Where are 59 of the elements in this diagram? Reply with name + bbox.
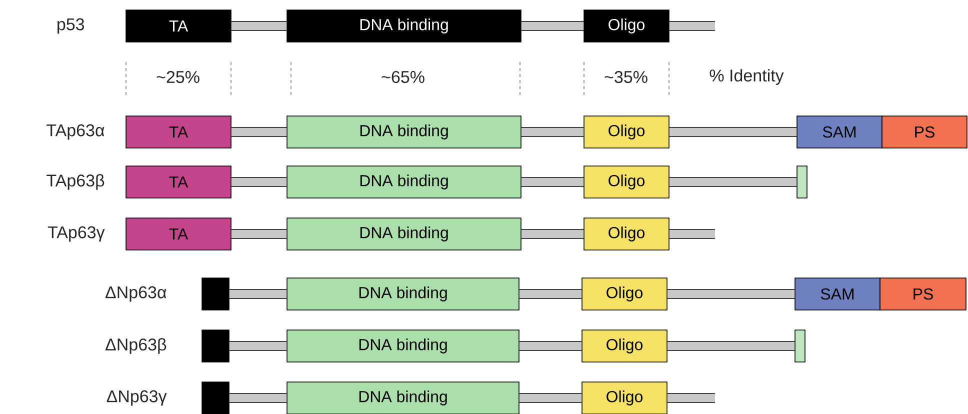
domain-box: Oligo <box>584 10 670 42</box>
domain-box: PS <box>880 278 966 310</box>
domain-box: TA <box>126 10 232 42</box>
linker-bar <box>229 289 287 299</box>
row-label: TAp63α <box>46 124 104 140</box>
percent-label: ~25% <box>156 70 200 84</box>
domain-box: TA <box>126 116 232 148</box>
domain-box: Oligo <box>582 382 668 414</box>
domain-box: Oligo <box>582 330 668 362</box>
domain-box: TA <box>126 166 232 198</box>
domain-box: DNA binding <box>286 166 522 198</box>
linker-bar <box>669 229 715 239</box>
domain-box: Oligo <box>584 218 670 250</box>
linker-bar <box>521 127 584 137</box>
linker-bar <box>229 393 287 403</box>
domain-box: Oligo <box>584 116 670 148</box>
linker-bar <box>521 229 584 239</box>
domain-box: SAM <box>794 278 880 310</box>
domain-box: DNA binding <box>286 218 522 250</box>
domain-box: DNA binding <box>286 10 522 42</box>
row-label: ΔNp63β <box>106 338 166 354</box>
domain-box: TA <box>126 218 232 250</box>
row-label: TAp63γ <box>48 226 105 242</box>
domain-box: Oligo <box>582 278 668 310</box>
domain-box: DNA binding <box>286 278 520 310</box>
end-box <box>202 382 230 414</box>
domain-box: DNA binding <box>286 382 520 414</box>
end-box <box>796 166 808 198</box>
percent-label: ~65% <box>382 70 424 84</box>
percent-label: ~35% <box>604 70 648 84</box>
linker-bar <box>231 21 287 31</box>
linker-bar <box>669 127 797 137</box>
end-box <box>202 278 230 310</box>
domain-box: DNA binding <box>286 330 520 362</box>
linker-bar <box>231 127 287 137</box>
row-label: p53 <box>58 18 84 34</box>
linker-bar <box>521 177 584 187</box>
linker-bar <box>229 341 287 351</box>
row-label: ΔNp63α <box>106 286 166 302</box>
row-label: TAp63β <box>46 174 104 190</box>
linker-bar <box>669 21 715 31</box>
domain-box: PS <box>882 116 968 148</box>
linker-bar <box>669 177 797 187</box>
domain-box: DNA binding <box>286 116 522 148</box>
end-box <box>794 330 806 362</box>
linker-bar <box>521 21 584 31</box>
linker-bar <box>231 229 287 239</box>
linker-bar <box>667 393 715 403</box>
linker-bar <box>667 289 795 299</box>
domain-box: Oligo <box>584 166 670 198</box>
linker-bar <box>231 177 287 187</box>
identity-label: % Identity <box>710 69 784 85</box>
domain-box: SAM <box>796 116 882 148</box>
row-label: ΔNp63γ <box>106 390 167 406</box>
linker-bar <box>519 393 582 403</box>
linker-bar <box>667 341 795 351</box>
linker-bar <box>519 289 582 299</box>
linker-bar <box>519 341 582 351</box>
end-box <box>202 330 230 362</box>
